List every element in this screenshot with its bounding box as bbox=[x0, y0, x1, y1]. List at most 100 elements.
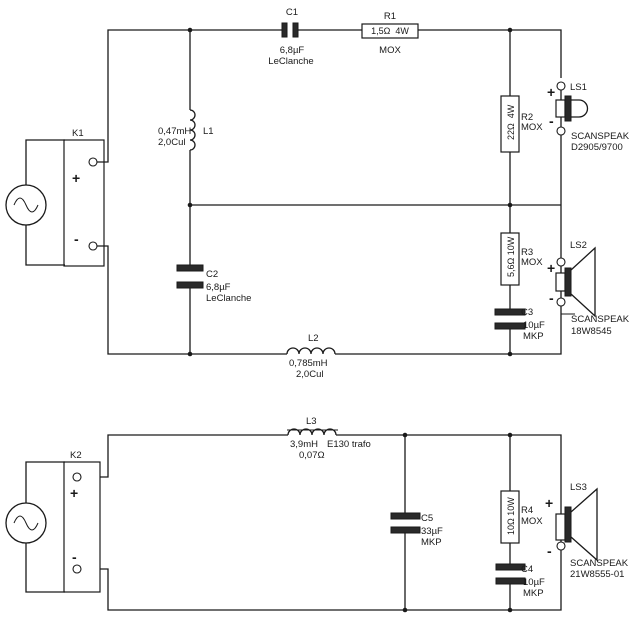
k2-label: K2 bbox=[70, 450, 82, 461]
l2-wire: 2,0Cul bbox=[296, 369, 323, 380]
l3-resistance: 0,07Ω bbox=[299, 450, 325, 461]
capacitor-c2 bbox=[176, 264, 204, 289]
woofer-ls3 bbox=[555, 487, 598, 562]
ls1-model: D2905/9700 bbox=[571, 142, 623, 153]
c4-value: 10µF bbox=[523, 577, 545, 588]
ls3-model: 21W8555-01 bbox=[570, 569, 624, 580]
upper-crossover: K1 + - C1 6,8µF LeClanche R1 1,5Ω 4W MOX… bbox=[5, 7, 630, 380]
tweeter-ls1 bbox=[555, 81, 589, 136]
c3-name: C3 bbox=[521, 307, 533, 318]
r1-value: 1,5Ω 4W bbox=[371, 26, 409, 36]
junction-dot bbox=[507, 432, 513, 438]
r2-value: 22Ω 4W bbox=[506, 104, 516, 140]
ls2-plus-sign: + bbox=[547, 260, 555, 276]
k1-minus-sign: - bbox=[74, 231, 79, 247]
source-1-leads bbox=[25, 139, 65, 266]
wire-k2-bottom bbox=[100, 550, 562, 611]
r3-name: R3 bbox=[521, 247, 533, 258]
r2-name: R2 bbox=[521, 112, 533, 123]
r3-type: MOX bbox=[521, 257, 543, 268]
wire-ls2-minus bbox=[560, 306, 575, 315]
ls3-name: LS3 bbox=[570, 482, 587, 493]
junction-dot bbox=[507, 607, 513, 613]
junction-dot bbox=[507, 27, 513, 33]
capacitor-c1 bbox=[281, 22, 299, 38]
ls1-brand: SCANSPEAK bbox=[571, 131, 630, 142]
signal-source-2 bbox=[5, 461, 65, 593]
ls3-plus-sign: + bbox=[545, 495, 553, 511]
c5-type: MKP bbox=[421, 537, 442, 548]
ls1-minus-sign: - bbox=[549, 113, 554, 129]
c3-type: MKP bbox=[523, 331, 544, 342]
k1-label: K1 bbox=[72, 128, 84, 139]
capacitor-c5 bbox=[390, 512, 421, 534]
capacitor-c3 bbox=[494, 308, 526, 330]
junction-dot bbox=[507, 202, 513, 208]
c4-type: MKP bbox=[523, 588, 544, 599]
c1-name: C1 bbox=[286, 7, 298, 18]
c5-name: C5 bbox=[421, 513, 433, 524]
k2-plus-terminal bbox=[72, 472, 82, 482]
wire-r1-ls1 bbox=[418, 29, 562, 78]
wire-l3-right bbox=[336, 434, 562, 520]
junction-dot bbox=[402, 432, 408, 438]
l2-value: 0,785mH bbox=[289, 358, 328, 369]
l1-value: 0,47mH bbox=[158, 126, 191, 137]
terminal-block-k1 bbox=[63, 139, 105, 267]
k2-plus-sign: + bbox=[70, 485, 78, 501]
r2-type: MOX bbox=[521, 122, 543, 133]
l3-core: E130 trafo bbox=[327, 439, 371, 450]
l1-name: L1 bbox=[203, 126, 214, 137]
wire-k2-top bbox=[100, 434, 288, 478]
sine-wave-icon bbox=[13, 515, 39, 531]
ls2-minus-sign: - bbox=[549, 290, 554, 306]
junction-dot bbox=[187, 202, 193, 208]
woofer-ls2 bbox=[555, 246, 596, 318]
c1-type: LeClanche bbox=[268, 56, 313, 67]
inductor-l1 bbox=[189, 109, 196, 151]
l2-name: L2 bbox=[308, 333, 319, 344]
resistor-r1 bbox=[361, 23, 419, 39]
wire-bottom-left bbox=[97, 245, 287, 355]
c1-value: 6,8µF bbox=[280, 45, 305, 56]
k1-plus-sign: + bbox=[72, 170, 80, 186]
wire-bottom-right bbox=[510, 306, 562, 355]
signal-source-1 bbox=[5, 139, 65, 266]
ls2-model: 18W8545 bbox=[571, 326, 612, 337]
k2-minus-terminal bbox=[72, 564, 82, 574]
k1-plus-terminal bbox=[88, 157, 98, 167]
lower-crossover: K2 + - L3 3,9mH E130 trafo 0,07Ω C5 33µF… bbox=[5, 416, 629, 613]
l1-wire: 2,0Cul bbox=[158, 137, 185, 148]
c3-value: 10µF bbox=[523, 320, 545, 331]
k2-minus-sign: - bbox=[72, 549, 77, 565]
ls1-name: LS1 bbox=[570, 82, 587, 93]
ls3-minus-sign: - bbox=[547, 543, 552, 559]
l3-name: L3 bbox=[306, 416, 317, 427]
terminal-block-k2 bbox=[63, 461, 101, 593]
sine-wave-icon bbox=[13, 197, 39, 213]
l3-value: 3,9mH bbox=[290, 439, 318, 450]
junction-dot bbox=[187, 351, 193, 357]
ls3-brand: SCANSPEAK bbox=[570, 558, 629, 569]
inductor-l2 bbox=[286, 347, 336, 355]
c2-name: C2 bbox=[206, 269, 218, 280]
wire-top-left bbox=[97, 29, 282, 163]
k1-minus-terminal bbox=[88, 241, 98, 251]
junction-dot bbox=[187, 27, 193, 33]
r4-type: MOX bbox=[521, 516, 543, 527]
c5-value: 33µF bbox=[421, 526, 443, 537]
source-2-leads bbox=[25, 461, 65, 593]
c4-name: C4 bbox=[521, 564, 533, 575]
r1-type: MOX bbox=[379, 45, 401, 56]
junction-dot bbox=[507, 351, 513, 357]
r4-value: 10Ω 10W bbox=[506, 497, 516, 535]
ls2-brand: SCANSPEAK bbox=[571, 314, 630, 325]
r1-name: R1 bbox=[384, 11, 396, 22]
c2-value: 6,8µF bbox=[206, 282, 231, 293]
c2-type: LeClanche bbox=[206, 293, 251, 304]
ls1-plus-sign: + bbox=[547, 84, 555, 100]
r4-name: R4 bbox=[521, 505, 533, 516]
ls2-name: LS2 bbox=[570, 240, 587, 251]
junction-dot bbox=[402, 607, 408, 613]
